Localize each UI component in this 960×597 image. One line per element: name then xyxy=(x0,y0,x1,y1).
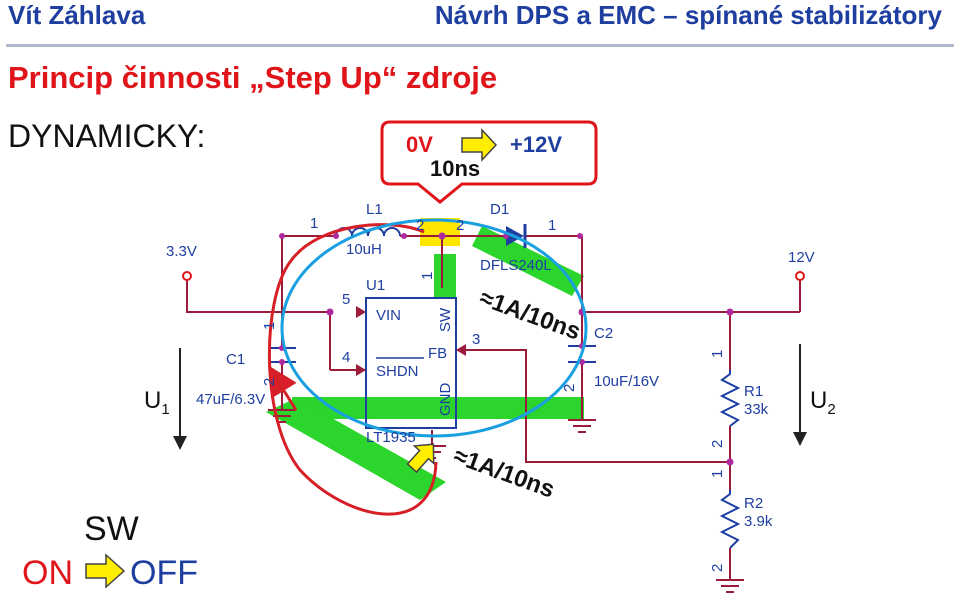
u1-part: LT1935 xyxy=(366,429,416,446)
c2-pin2: 2 xyxy=(561,384,578,392)
u1-voltage-label: U1 xyxy=(144,387,170,418)
r2-value: 3.9k xyxy=(744,513,773,530)
header-divider xyxy=(6,44,954,47)
u1-shdn: SHDN xyxy=(376,363,419,380)
u1-sw: SW xyxy=(437,307,454,332)
output-voltage: 12V xyxy=(788,249,815,266)
d1-value: DFLS240L xyxy=(480,257,552,274)
u1-pin1: 1 xyxy=(419,272,436,280)
u1-pin3: 3 xyxy=(472,331,480,348)
pin-dots xyxy=(279,232,734,466)
voltage-arrow-u1 xyxy=(173,348,187,450)
input-voltage: 3.3V xyxy=(166,243,197,260)
mode-label: DYNAMICKY: xyxy=(8,118,206,154)
switch-state: SW ON OFF xyxy=(22,510,198,592)
c2-value: 10uF/16V xyxy=(594,373,659,390)
callout-to: +12V xyxy=(510,132,562,157)
callout-arrow-icon xyxy=(461,128,498,162)
sw-off: OFF xyxy=(130,554,198,592)
callout-from: 0V xyxy=(406,132,433,157)
u1-vin: VIN xyxy=(376,307,401,324)
d1-pin2: 2 xyxy=(456,217,464,234)
d1-name: D1 xyxy=(490,201,509,218)
r1-name: R1 xyxy=(744,383,763,400)
l1-pin1: 1 xyxy=(310,215,318,232)
voltage-arrow-u2 xyxy=(793,344,807,446)
l1-name: L1 xyxy=(366,201,383,218)
voltage-transition-callout: 0V +12V 10ns xyxy=(380,120,598,204)
l1-pin2: 2 xyxy=(416,217,424,234)
output-terminal xyxy=(795,271,805,281)
r1-pin2: 2 xyxy=(709,440,726,448)
r1-pin1: 1 xyxy=(709,350,726,358)
ic-u1-body xyxy=(365,297,457,429)
u1-name: U1 xyxy=(366,277,385,294)
loop-arrow-icon xyxy=(268,365,298,411)
author-name: Vít Záhlava xyxy=(8,0,146,30)
l1-value: 10uH xyxy=(346,241,382,258)
u2-voltage-label: U2 xyxy=(810,387,836,418)
c2-name: C2 xyxy=(594,325,613,342)
pin-shdn-arrow xyxy=(356,364,366,376)
sw-node-arrow-icon xyxy=(406,443,435,474)
c1-name: C1 xyxy=(226,351,245,368)
c1-pin1: 1 xyxy=(261,322,278,330)
current-rate-label-bottom: ≈1A/10ns xyxy=(450,442,558,503)
u1-pin5: 5 xyxy=(342,291,350,308)
resistor-r2 xyxy=(719,490,741,549)
c1-value: 47uF/6.3V xyxy=(196,391,265,408)
pin-vin-arrow xyxy=(356,306,366,318)
d1-pin1: 1 xyxy=(548,217,556,234)
sw-label: SW xyxy=(84,510,139,548)
r1-value: 33k xyxy=(744,401,769,418)
c1-pin2: 2 xyxy=(261,378,278,386)
sw-arrow-icon xyxy=(85,553,126,589)
current-loop-discharge xyxy=(280,218,588,438)
u1-pin4: 4 xyxy=(342,349,350,366)
course-title: Návrh DPS a EMC – spínané stabilizátory xyxy=(434,0,942,30)
sw-on: ON xyxy=(22,554,73,592)
resistor-r1 xyxy=(719,370,741,427)
r2-pin1: 1 xyxy=(709,470,726,478)
u1-gnd: GND xyxy=(437,383,454,417)
pin-fb-arrow xyxy=(456,344,466,356)
callout-time: 10ns xyxy=(430,156,480,181)
r2-name: R2 xyxy=(744,495,763,512)
inductor-node-highlight xyxy=(420,218,460,246)
r2-pin2: 2 xyxy=(709,564,726,572)
slide-title: Princip činnosti „Step Up“ zdroje xyxy=(8,60,498,95)
u1-fb: FB xyxy=(428,345,447,362)
input-terminal xyxy=(182,271,192,281)
